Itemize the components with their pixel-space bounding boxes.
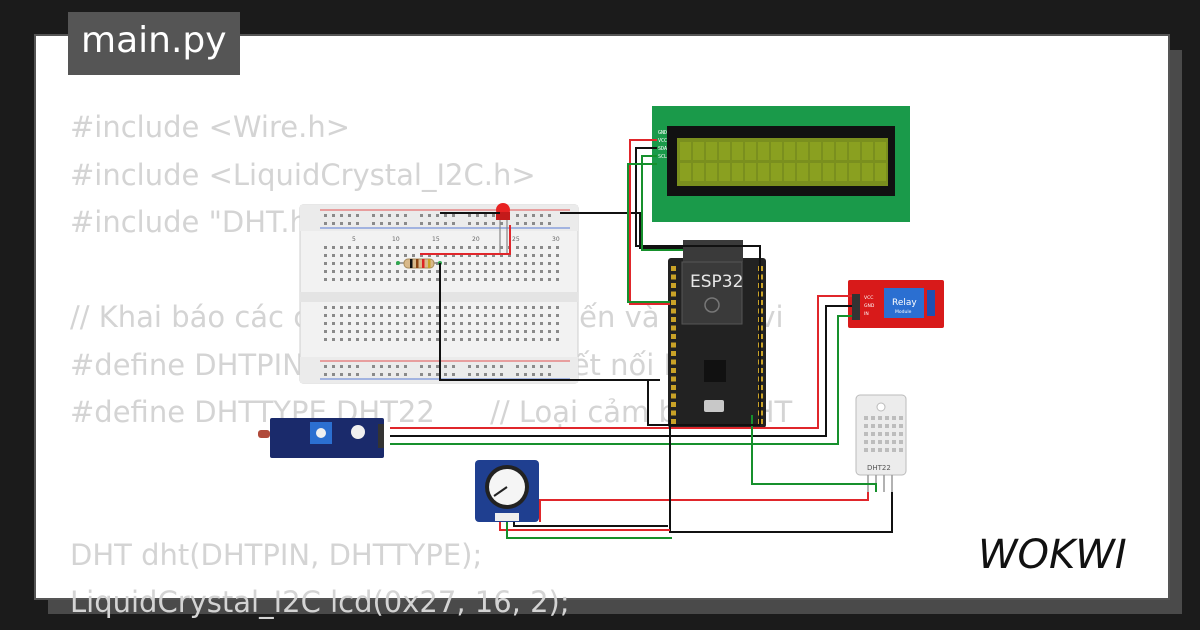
breadboard-number: 30 [552, 236, 560, 243]
lcd-pin-labels: GND VCC SDA SCL [658, 130, 667, 160]
potentiometer[interactable] [475, 460, 539, 522]
lcd-pin-scl: SCL [658, 154, 667, 160]
resistor[interactable] [396, 258, 442, 269]
breadboard-number: 20 [472, 236, 480, 243]
esp32-label: ESP32 [690, 272, 743, 292]
relay-pin-vcc: VCC [864, 295, 873, 301]
relay-pin-in: IN [864, 311, 869, 317]
esp32-board[interactable]: ESP32 [668, 240, 766, 428]
dht22-label: DHT22 [867, 464, 891, 472]
file-tab-label: main.py [81, 20, 227, 61]
breadboard-number: 5 [352, 236, 356, 243]
dht22-sensor[interactable]: DHT22 [855, 394, 907, 492]
relay-label: Relay [892, 298, 917, 308]
lcd-pin-vcc: VCC [658, 138, 667, 144]
wokwi-logo: WOKWI [978, 532, 1127, 578]
code-line: DHT dht(DHTPIN, DHTTYPE); [70, 537, 483, 572]
lcd-pin-gnd: GND [658, 130, 667, 136]
code-line: LiquidCrystal_I2C lcd(0x27, 16, 2); [70, 585, 570, 619]
breadboard-wires [420, 212, 683, 381]
lcd-pin-sda: SDA [658, 146, 667, 152]
breadboard-numbers: 5 10 15 20 25 30 [352, 236, 560, 243]
code-editor: #include <Wire.h> #include <LiquidCrysta… [70, 104, 792, 627]
file-tab[interactable]: main.py [68, 12, 240, 75]
breadboard-hole-grid [324, 214, 559, 376]
lcd-display[interactable]: GND VCC SDA SCL [652, 106, 910, 222]
wokwi-logo-text: WOKWI [978, 532, 1127, 578]
relay-pin-labels: VCC GND IN [864, 295, 875, 317]
breadboard-number: 15 [432, 236, 440, 243]
breadboard-number: 10 [392, 236, 400, 243]
relay-module[interactable]: Relay Module VCC GND IN [848, 280, 944, 328]
dht22-vents [864, 416, 903, 452]
preview-card: #include <Wire.h> #include <LiquidCrysta… [34, 34, 1170, 619]
code-line: #include <Wire.h> [70, 110, 351, 144]
light-sensor-module[interactable] [258, 418, 384, 458]
breadboard-number: 25 [512, 236, 520, 243]
lcd-cells [680, 142, 886, 181]
circuit-wires [390, 139, 893, 539]
code-line: #include <LiquidCrystal_I2C.h> [70, 157, 536, 192]
relay-sublabel: Module [895, 309, 912, 315]
relay-pin-gnd: GND [864, 303, 875, 309]
